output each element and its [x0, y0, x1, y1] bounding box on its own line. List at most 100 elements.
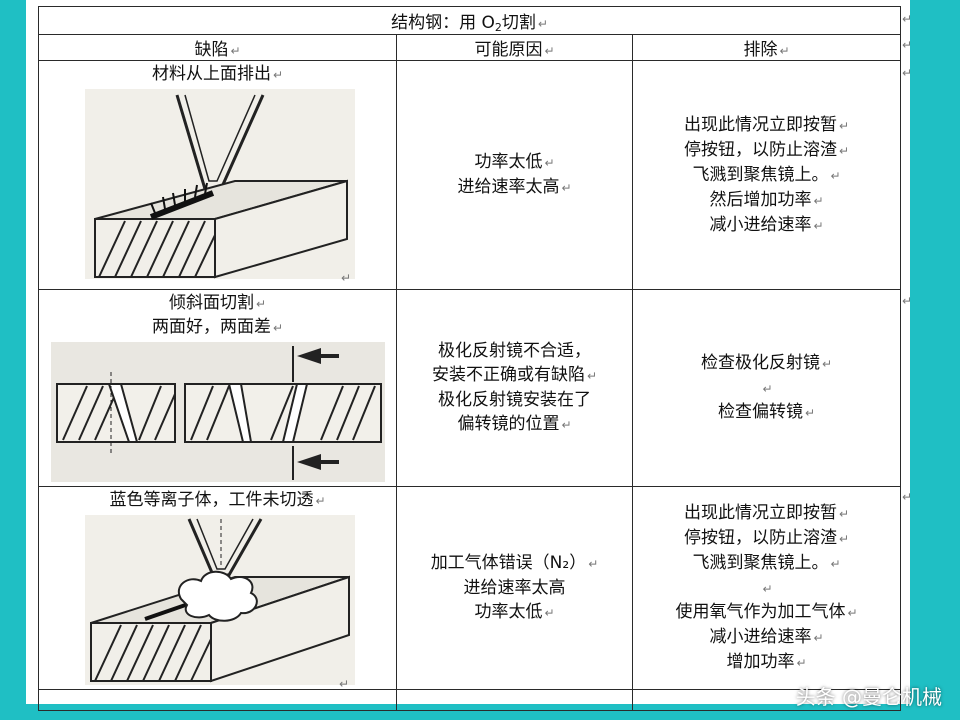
paragraph-mark: ↵ [544, 44, 555, 58]
paragraph-mark: ↵ [796, 656, 807, 670]
remedy-line: 飞溅到聚焦镜上。↵ [692, 551, 840, 576]
paragraph-mark: ↵ [830, 168, 841, 183]
cell-text: 安装不正确或有缺陷 [431, 365, 585, 385]
cause-line: 功率太低↵ [474, 150, 554, 175]
cell-text: 飞溅到聚焦镜上。 [692, 164, 829, 185]
title-prefix: 结构钢：用 O [391, 12, 495, 33]
cell-text: 功率太低 [474, 602, 543, 622]
bevel-cut-illustration [51, 342, 385, 482]
paragraph-mark: ↵ [838, 118, 850, 133]
cell-text: 然后增加功率 [709, 189, 812, 210]
defect-label: 材料从上面排出↵ [40, 62, 396, 88]
defect-label: 倾斜面切割↵ [40, 291, 396, 317]
defect-label: 蓝色等离子体，工件未切透↵ [40, 488, 396, 514]
title-subscript: 2 [494, 20, 502, 34]
paragraph-mark: ↵ [544, 156, 555, 170]
paragraph-mark: ↵ [255, 297, 267, 311]
table-row-partial [38, 689, 397, 711]
table-row-defect: 蓝色等离子体，工件未切透↵ [38, 486, 397, 690]
cell-text: 检查偏转镜 [717, 402, 803, 422]
cell-text: 极化反射镜安装在了 [438, 390, 591, 410]
cause-line: 加工气体错误（N₂）↵ [431, 551, 599, 576]
cause-line: 极化反射镜不合适， [438, 339, 591, 363]
paragraph-mark: ↵ [804, 406, 816, 420]
cell-text: 材料从上面排出 [151, 64, 271, 84]
table-row-partial [631, 689, 902, 711]
cause-line: 安装不正确或有缺陷↵ [432, 363, 597, 388]
cell-text: 功率太低 [474, 152, 543, 172]
remedy-line: 减小进给速率↵ [709, 213, 823, 238]
cause-line: 进给速率太高↵ [457, 175, 571, 200]
cell-text: 进给速率太高 [463, 578, 566, 598]
remedy-line: 出现此情况立即按暂↵ [684, 113, 849, 138]
cell-text: ↵ [341, 271, 352, 285]
table-row-remedy: 出现此情况立即按暂↵ 停按钮，以防止溶渣↵ 飞溅到聚焦镜上。↵ 然后增加功率↵ … [631, 60, 902, 290]
paragraph-mark: ↵ [821, 357, 833, 371]
paragraph-mark: ↵ [230, 44, 241, 58]
cause-line: 极化反射镜安装在了 [438, 388, 591, 412]
paragraph-mark: ↵ [838, 143, 850, 158]
remedy-line: ↵ [760, 376, 772, 400]
paragraph-mark: ↵ [586, 369, 598, 383]
cell-text: 极化反射镜不合适， [438, 341, 591, 361]
cause-line: 偏转镜的位置↵ [457, 412, 571, 437]
table-title: 结构钢：用 O2切割↵ [37, 6, 902, 35]
remedy-line: 停按钮，以防止溶渣↵ [684, 526, 849, 551]
remedy-line: 减小进给速率↵ [709, 625, 823, 650]
cell-text: 停按钮，以防止溶渣 [683, 528, 837, 548]
table-row-cause: 极化反射镜不合适， 安装不正确或有缺陷↵ 极化反射镜安装在了 偏转镜的位置↵ [396, 289, 633, 487]
row-end-mark: ↵ [902, 38, 913, 52]
cell-text: 检查极化反射镜 [700, 353, 820, 373]
row-end-mark: ↵ [902, 12, 913, 26]
cell-text: 停按钮，以防止溶渣 [683, 139, 837, 160]
cell-text: 使用氧气作为加工气体 [675, 602, 846, 622]
paragraph-mark: ↵ [813, 218, 824, 233]
paragraph-mark: ↵ [813, 193, 824, 208]
table-row-partial [396, 689, 633, 711]
row-end-mark: ↵ [902, 66, 913, 80]
paragraph-mark: ↵ [838, 507, 850, 521]
header-defect: 缺陷↵ [38, 34, 397, 61]
defect-table: 结构钢：用 O2切割↵ 缺陷↵ 可能原因↵ 排除↵ 材料从上面排出↵ [37, 6, 902, 711]
cell-text: 出现此情况立即按暂 [683, 503, 837, 523]
defect-label: 两面好，两面差↵ [40, 316, 396, 340]
remedy-line: 使用氧气作为加工气体↵ [675, 600, 857, 625]
remedy-line: ↵ [760, 576, 772, 600]
paragraph-mark: ↵ [847, 606, 858, 620]
row-end-mark: ↵ [902, 294, 913, 308]
cell-text: 蓝色等离子体，工件未切透 [109, 490, 314, 510]
cell-text: 可能原因 [474, 40, 543, 60]
cell-text: 减小进给速率 [709, 214, 812, 235]
cell-text: 偏转镜的位置 [457, 414, 560, 434]
paragraph-mark: ↵ [272, 321, 284, 335]
paragraph-mark: ↵ [762, 382, 773, 396]
paragraph-mark: ↵ [838, 532, 850, 546]
table-row-remedy: 检查极化反射镜↵ ↵ 检查偏转镜↵ [631, 289, 902, 487]
cell-text: 增加功率 [726, 652, 795, 672]
paragraph-mark: ↵ [588, 557, 599, 571]
paragraph-mark: ↵ [830, 557, 841, 571]
remedy-line: 检查偏转镜↵ [718, 400, 815, 425]
title-suffix: 切割 [501, 12, 536, 33]
table-row-remedy: 出现此情况立即按暂↵ 停按钮，以防止溶渣↵ 飞溅到聚焦镜上。↵ ↵ 使用氧气作为… [631, 486, 902, 690]
cell-text: 缺陷 [194, 40, 229, 60]
paragraph-mark: ↵ [561, 418, 572, 432]
cell-text: 两面好，两面差 [151, 317, 271, 337]
cause-line: 功率太低↵ [474, 600, 554, 625]
table-row-defect: 倾斜面切割↵ 两面好，两面差↵ [38, 289, 397, 487]
top-ejection-illustration [85, 89, 355, 279]
cell-text: 加工气体错误（N₂） [430, 553, 587, 573]
table-row-defect: 材料从上面排出↵ [38, 60, 397, 290]
plasma-illustration [85, 515, 355, 685]
cell-text: 倾斜面切割 [168, 293, 254, 313]
remedy-line: 检查极化反射镜↵ [701, 351, 832, 376]
cause-line: 进给速率太高 [464, 576, 566, 600]
document-page: 结构钢：用 O2切割↵ 缺陷↵ 可能原因↵ 排除↵ 材料从上面排出↵ [26, 0, 913, 711]
remedy-line: 然后增加功率↵ [709, 188, 823, 213]
remedy-line: 增加功率↵ [726, 650, 806, 675]
table-row-cause: 功率太低↵ 进给速率太高↵ [396, 60, 633, 290]
table-row-cause: 加工气体错误（N₂）↵ 进给速率太高 功率太低↵ [396, 486, 633, 690]
cell-text: 进给速率太高 [457, 177, 560, 197]
paragraph-mark: ↵ [272, 68, 284, 82]
paragraph-mark: ↵ [762, 582, 773, 596]
